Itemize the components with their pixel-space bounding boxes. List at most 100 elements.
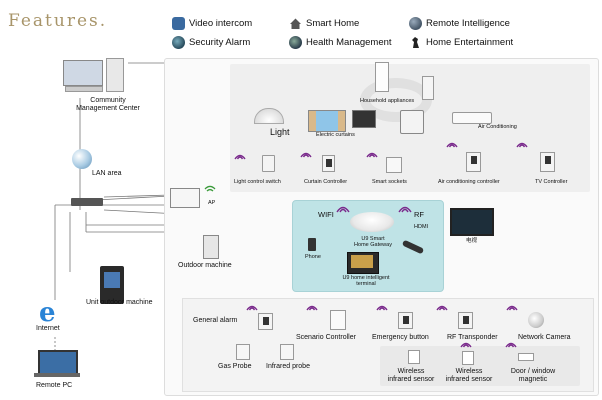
wifi-signal-icon <box>300 152 312 158</box>
wifi-signal-icon <box>336 206 350 213</box>
gas-probe-label: Gas Probe <box>218 363 252 370</box>
network-camera-label: Network Camera <box>518 334 571 341</box>
wifi-signal-icon <box>306 305 318 311</box>
wifi-signal-icon <box>446 142 458 148</box>
wifi-label: WIFI <box>318 210 334 219</box>
tv-controller-icon <box>540 152 555 172</box>
internet-icon: e <box>39 298 56 328</box>
gas-probe-icon <box>236 344 250 360</box>
wireless-ir-sensor-icon <box>462 351 474 365</box>
tv-small-icon <box>352 110 376 128</box>
wifi-signal-icon <box>234 154 246 160</box>
network-switch-icon <box>71 198 103 206</box>
unit-outdoor-machine-label: Unit outdoor machine <box>86 299 153 306</box>
wifi-signal-icon <box>505 342 517 348</box>
unit-screen <box>104 272 120 288</box>
feature-security-alarm: Security Alarm <box>172 36 250 49</box>
air-conditioning-label: Air Conditioning <box>478 124 517 130</box>
phone-icon <box>308 238 316 251</box>
electric-curtains-label: Electric curtains <box>316 132 355 138</box>
feature-label: Home Entertainment <box>426 37 514 48</box>
feature-label: Smart Home <box>306 18 360 29</box>
light-control-switch-label: Light control switch <box>234 179 281 185</box>
feature-label: Security Alarm <box>189 37 251 48</box>
wifi-signal-icon <box>376 305 388 311</box>
light-switch-icon <box>262 155 275 172</box>
door-window-magnetic-icon <box>518 353 534 361</box>
air-conditioner-icon <box>452 112 492 124</box>
security-alarm-icon <box>172 36 185 49</box>
rf-label: RF <box>414 210 424 219</box>
gateway-label: U9 Smart Home Gateway <box>354 236 392 248</box>
network-camera-icon <box>528 312 544 328</box>
general-alarm-panel-icon <box>258 313 273 330</box>
wireless-ir-sensor-label-2: Wireless infrared sensor <box>445 368 493 383</box>
feature-remote-intelligence: Remote Intelligence <box>409 17 510 30</box>
keyboard-icon <box>65 86 103 92</box>
lan-area-label: LAN area <box>92 170 122 177</box>
scenario-controller-label: Scenario Controller <box>296 334 356 341</box>
wifi-signal-icon <box>366 152 378 158</box>
heater-icon <box>422 76 434 100</box>
tv-controller-label: TV Controller <box>535 179 568 185</box>
tv-label: 电视 <box>466 238 478 244</box>
ac-controller-icon <box>466 152 481 172</box>
wifi-signal-icon <box>204 185 216 192</box>
feature-smart-home: Smart Home <box>289 17 359 30</box>
laptop-screen-icon <box>38 350 78 374</box>
smart-home-icon <box>290 18 301 29</box>
pc-tower-icon <box>106 58 124 92</box>
feature-video-intercom: Video intercom <box>172 17 252 30</box>
internet-label: Internet <box>36 325 60 332</box>
smart-socket-icon <box>386 157 402 173</box>
rf-transponder-icon <box>458 312 473 329</box>
rf-transponder-label: RF Transponder <box>447 334 498 341</box>
infrared-probe-icon <box>280 344 294 360</box>
appliance-ring <box>360 78 432 122</box>
monitor-icon <box>63 60 103 86</box>
wifi-signal-icon <box>246 305 258 311</box>
emergency-button-label: Emergency button <box>372 334 429 341</box>
emergency-button-icon <box>398 312 413 329</box>
lan-globe-icon <box>72 149 92 169</box>
ap-label: AP <box>208 200 216 206</box>
general-alarm-label: General alarm <box>193 317 238 324</box>
wireless-ir-sensor-icon <box>408 350 420 364</box>
terminal-label: U9 home intelligent terminal <box>342 275 390 287</box>
wifi-signal-icon <box>436 305 448 311</box>
laptop-base-icon <box>34 373 80 377</box>
curtain-icon <box>308 110 346 132</box>
ac-controller-label: Air conditioning controller <box>438 179 500 185</box>
wifi-signal-icon <box>506 305 518 311</box>
washing-machine-icon <box>400 110 424 134</box>
scenario-controller-icon <box>330 310 346 330</box>
smart-gateway-icon <box>350 212 394 232</box>
page-title: Features. <box>8 11 108 31</box>
fridge-icon <box>375 62 389 92</box>
remote-pc-label: Remote PC <box>36 382 73 389</box>
terminal-screen <box>351 255 373 268</box>
household-appliances-label: Household appliances <box>360 98 415 104</box>
phone-label: Phone <box>305 254 321 260</box>
curtain-controller-label: Curtain Controller <box>304 179 348 185</box>
tv-icon <box>450 208 494 236</box>
wireless-ir-sensor-label-1: Wireless infrared sensor <box>387 368 435 383</box>
feature-home-entertainment: Home Entertainment <box>409 36 513 49</box>
light-label: Light <box>270 127 290 137</box>
feature-health-management: Health Management <box>289 36 392 49</box>
infrared-probe-label: Infrared probe <box>266 363 310 370</box>
video-intercom-icon <box>172 17 185 30</box>
feature-label: Video intercom <box>189 18 253 29</box>
outdoor-machine-icon <box>203 235 219 259</box>
community-center-label: Community Management Center <box>76 97 140 112</box>
wifi-signal-icon <box>460 342 472 348</box>
entertainment-icon <box>412 37 419 48</box>
curtain-controller-icon <box>322 155 335 172</box>
smart-sockets-label: Smart sockets <box>372 179 407 185</box>
globe-icon <box>409 17 422 30</box>
outdoor-machine-label: Outdoor machine <box>178 262 232 269</box>
feature-label: Health Management <box>306 37 392 48</box>
door-window-magnetic-label: Door / window magnetic <box>510 368 556 383</box>
ap-device-icon <box>170 188 200 208</box>
hdmi-label: HDMI <box>414 224 429 230</box>
